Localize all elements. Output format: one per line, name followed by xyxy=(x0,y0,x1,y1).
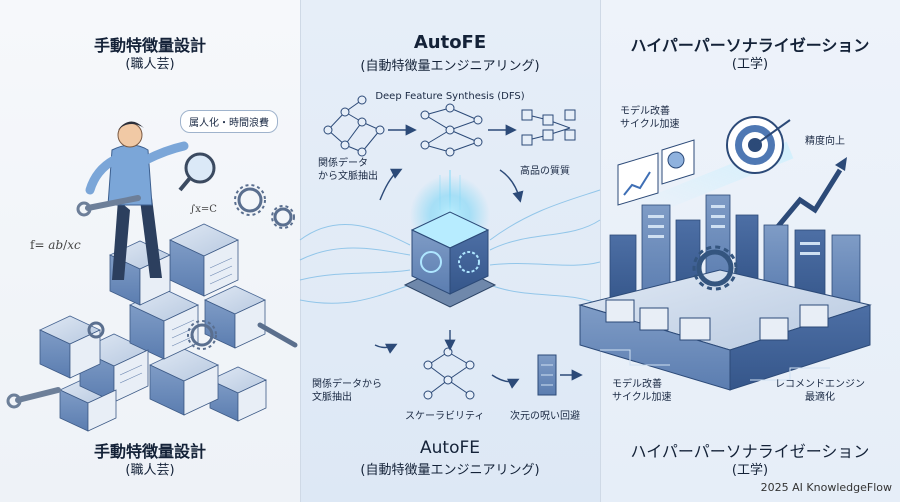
data-streams xyxy=(299,170,601,306)
flow-arrows xyxy=(374,124,524,389)
formula-text: f= 𝑎𝑏/𝑥𝑐 xyxy=(30,238,81,252)
reco-engine-line1: レコメンドエンジン xyxy=(775,379,865,390)
reco-engine-label: レコメンドエンジン 最適化 xyxy=(775,378,865,404)
model-cycle-bottom-line1: モデル改善 xyxy=(612,379,662,390)
relational-context-label-2: 関係データから 文脈抽出 xyxy=(312,378,382,404)
credit-text: 2025 AI KnowledgeFlow xyxy=(760,481,892,494)
relational-context2-line2: 文脈抽出 xyxy=(312,392,352,403)
manual-fe-bottom-subtitle: (職人芸) xyxy=(125,463,175,478)
reco-engine-line2: 最適化 xyxy=(805,392,835,403)
target-icon xyxy=(726,116,791,174)
manual-fe-subtitle: (職人芸) xyxy=(125,57,175,72)
autofe-title: AutoFE xyxy=(413,32,487,53)
manual-fe-title: 手動特徴量設計 xyxy=(93,36,206,55)
time-waste-callout: 属人化・時間浪費 xyxy=(180,110,278,133)
relational-context2-line1: 関係データから xyxy=(312,379,382,390)
divider-left xyxy=(300,0,301,502)
model-cycle-label-top: モデル改善 サイクル加速 xyxy=(620,105,680,131)
dfs-label: Deep Feature Synthesis (DFS) xyxy=(375,91,525,102)
autofe-chip xyxy=(403,175,497,308)
city-blocks xyxy=(578,116,872,391)
integral-text: ∫x=C xyxy=(190,204,217,215)
relational-context-label: 関係データ から文脈抽出 xyxy=(318,157,378,183)
autofe-bottom-subtitle: (自動特徴量エンジニアリング) xyxy=(360,463,540,478)
manual-fe-bottom-title: 手動特徴量設計 xyxy=(93,442,206,461)
model-cycle-top-line1: モデル改善 xyxy=(620,106,670,117)
relational-context-line2: から文脈抽出 xyxy=(318,171,378,182)
dimensionality-label: 次元の呪い回避 xyxy=(510,411,580,422)
autofe-bottom-title: AutoFE xyxy=(420,438,480,458)
dfs-networks xyxy=(323,95,576,400)
hyper-bottom-subtitle: (工学) xyxy=(731,463,769,478)
model-cycle-top-line2: サイクル加速 xyxy=(620,119,680,130)
divider-right xyxy=(600,0,601,502)
accuracy-label: 精度向上 xyxy=(805,136,845,147)
autofe-subtitle: (自動特徴量エンジニアリング) xyxy=(360,59,540,74)
model-cycle-bottom-line2: サイクル加速 xyxy=(612,392,672,403)
engineer-figure xyxy=(76,121,216,280)
compact-server-icon xyxy=(537,354,583,396)
hyper-bottom-title: ハイパーパーソナライゼーション xyxy=(630,442,870,461)
relational-context-line1: 関係データ xyxy=(318,158,368,169)
scalability-label: スケーラビリティ xyxy=(405,411,485,422)
hyper-subtitle: (工学) xyxy=(731,57,769,72)
quality-label: 高品の質質 xyxy=(520,166,570,177)
hyper-title: ハイパーパーソナライゼーション xyxy=(630,36,870,55)
model-cycle-label-bottom: モデル改善 サイクル加速 xyxy=(612,378,672,404)
